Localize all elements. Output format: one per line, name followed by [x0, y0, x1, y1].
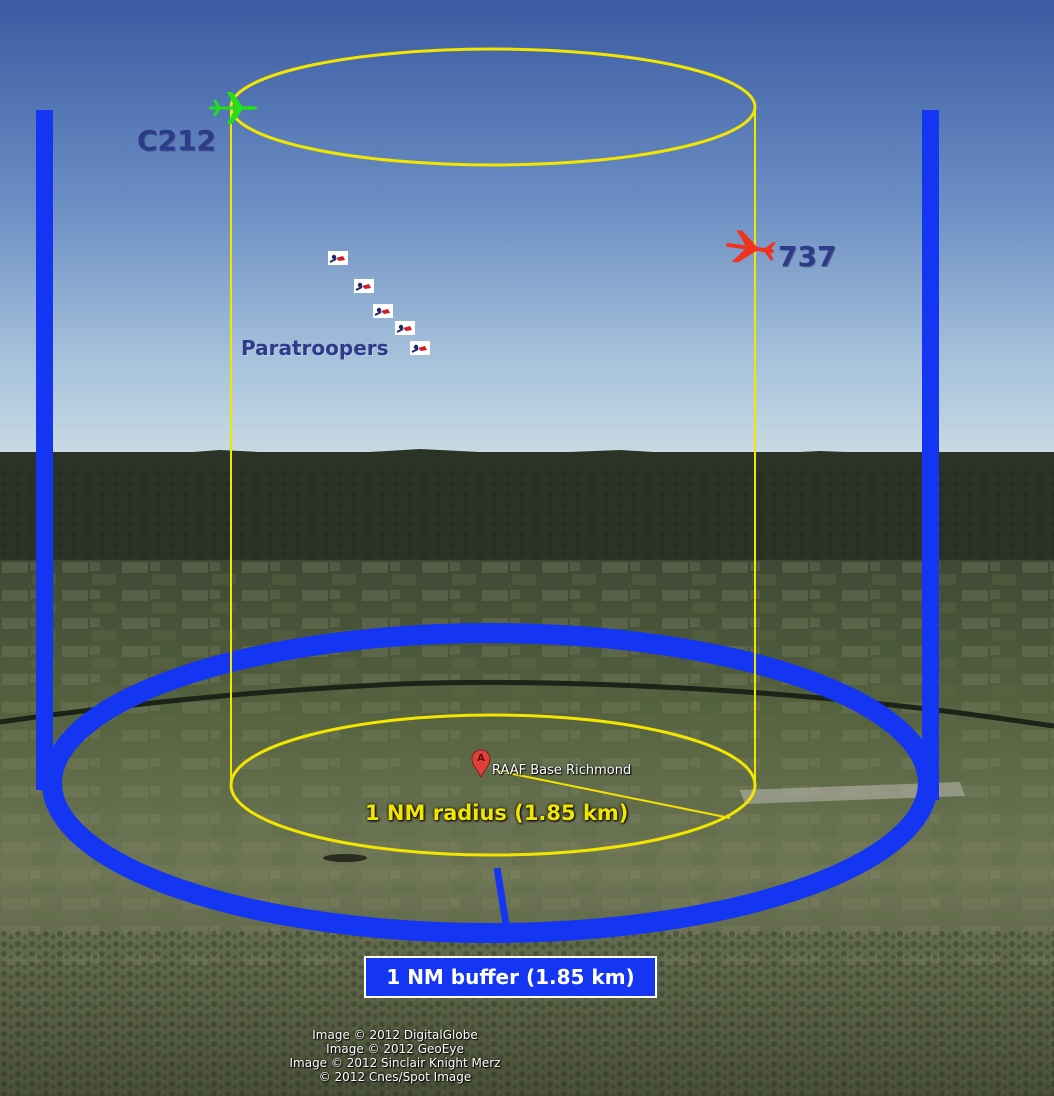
buffer-radius-line [493, 867, 511, 931]
b737-label: 737 [778, 240, 837, 273]
attribution-line: Image © 2012 DigitalGlobe [312, 1028, 478, 1042]
imagery-attribution: Image © 2012 DigitalGlobe Image © 2012 G… [260, 1028, 530, 1084]
airplane-icon [209, 92, 257, 124]
river [0, 679, 1054, 729]
buffer-pillar-left [36, 110, 53, 790]
parachutist-icon [373, 304, 393, 318]
pin-letter: A [477, 753, 485, 764]
parachutist-icon [395, 321, 415, 335]
parachutist-icon [354, 279, 374, 293]
attribution-line: Image © 2012 GeoEye [326, 1042, 464, 1056]
sky [0, 0, 1054, 460]
radius-base-ellipse [229, 713, 757, 857]
airbase-label[interactable]: RAAF Base Richmond [492, 763, 632, 778]
map-pin-icon: A [471, 749, 491, 779]
radius-label: 1 NM radius (1.85 km) [365, 801, 629, 825]
attribution-line: © 2012 Cnes/Spot Image [318, 1070, 472, 1084]
buffer-label-box: 1 NM buffer (1.85 km) [364, 956, 657, 998]
buffer-pillar-right [922, 110, 939, 800]
c212-label: C212 [137, 124, 216, 157]
parachutist-icon [328, 251, 348, 265]
parachutist-icon [410, 341, 430, 355]
airplane-icon [726, 229, 777, 263]
buffer-label: 1 NM buffer (1.85 km) [386, 965, 635, 989]
paratroopers-label: Paratroopers [241, 336, 389, 360]
buffer-ring [42, 623, 938, 943]
airfield [740, 782, 965, 804]
radius-line [492, 769, 731, 819]
attribution-line: Image © 2012 Sinclair Knight Merz [289, 1056, 501, 1070]
